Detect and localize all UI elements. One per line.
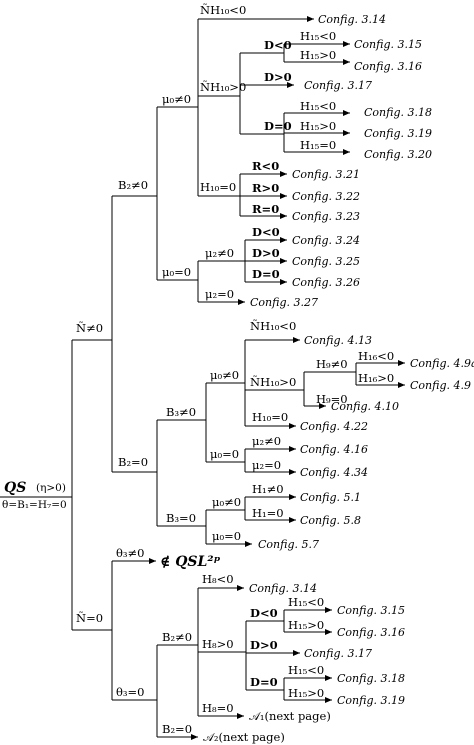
branch-b2-ne0-a: B₂≠0 <box>118 178 148 192</box>
config-label: Config. 3.20 <box>364 148 432 161</box>
branch-nh10-lt0-a: ÑH₁₀<0 <box>200 3 246 17</box>
branch-h15-gt0-a: H₁₅>0 <box>300 48 336 62</box>
branch-b2-eq0-a: B₂=0 <box>118 455 148 469</box>
config-label: Config. 4.16 <box>300 443 368 456</box>
branch-mu2-eq0-b: μ₂=0 <box>252 458 281 472</box>
config-label: Config. 3.26 <box>292 276 360 289</box>
config-label: Config. 3.24 <box>292 234 360 247</box>
branch-d-eq0-c: D=0 <box>250 675 278 689</box>
config-label: Config. 3.17 <box>304 647 372 660</box>
config-label: Config. 3.15 <box>354 38 422 51</box>
branch-h15-gt0-d: H₁₅>0 <box>288 686 324 700</box>
branch-n-eq0: Ñ=0 <box>76 611 103 625</box>
branch-h15-lt0-d: H₁₅<0 <box>288 663 324 677</box>
root-condition: (η>0) <box>36 482 66 494</box>
branch-nh10-lt0-b: ÑH₁₀<0 <box>250 319 296 333</box>
branch-h9-ne0: H₉≠0 <box>316 357 348 371</box>
branch-b3-ne0: B₃≠0 <box>166 405 196 419</box>
branch-d-gt0-a: D>0 <box>264 70 292 84</box>
branch-h15-eq0-b: H₁₅=0 <box>300 138 336 152</box>
config-label: Config. 3.18 <box>364 106 432 119</box>
branch-h15-gt0-b: H₁₅>0 <box>300 119 336 133</box>
config-label: Config. 3.15 <box>337 604 405 617</box>
branch-h1-eq0: H₁=0 <box>252 506 284 520</box>
config-label: Config. 3.23 <box>292 210 360 223</box>
not-in-qsl: ∉ QSL²ᵖ <box>160 554 221 570</box>
branch-d-lt0-c: D<0 <box>250 606 278 620</box>
branch-mu0-eq0-a: μ₀=0 <box>162 265 191 279</box>
branch-mu0-eq0-b: μ₀=0 <box>210 447 239 461</box>
root-label: QS <box>4 480 26 496</box>
branch-b2-eq0-b: B₂=0 <box>162 722 192 736</box>
branch-d-eq0-b: D=0 <box>252 267 280 281</box>
config-label: Config. 3.19 <box>364 127 432 140</box>
branch-nh10-gt0-b: ÑH₁₀>0 <box>250 375 296 389</box>
config-label: Config. 4.10 <box>331 400 399 413</box>
a2-next-page: 𝒜₂(next page) <box>203 730 285 744</box>
branch-mu0-eq0-c: μ₀=0 <box>212 529 241 543</box>
config-label: Config. 3.25 <box>292 255 360 268</box>
config-label: Config. 4.9 <box>410 379 471 392</box>
a1-next-page: 𝒜₁(next page) <box>249 709 331 723</box>
config-label: Config. 5.7 <box>258 538 319 551</box>
config-label: Config. 3.17 <box>304 79 372 92</box>
config-label: Config. 4.13 <box>304 334 372 347</box>
config-label: Config. 3.19 <box>337 694 405 707</box>
config-label: Config. 3.16 <box>354 60 422 73</box>
branch-mu2-ne0-a: μ₂≠0 <box>205 246 234 260</box>
config-label: Config. 5.8 <box>300 514 361 527</box>
branch-h10-eq0-a: H₁₀=0 <box>200 180 236 194</box>
branch-mu2-ne0-b: μ₂≠0 <box>252 434 281 448</box>
root-sublabel: θ=B₁=H₇=0 <box>2 499 67 511</box>
branch-h1-ne0: H₁≠0 <box>252 482 284 496</box>
branch-h16-lt0: H₁₆<0 <box>358 349 394 363</box>
branch-h9-eq0: H₉=0 <box>316 392 348 406</box>
branch-mu0-ne0-a: μ₀≠0 <box>162 92 191 106</box>
config-label: Config. 4.22 <box>300 420 368 433</box>
branch-d-lt0-a: D<0 <box>264 38 292 52</box>
branch-r-lt0: R<0 <box>252 159 279 173</box>
branch-d-eq0-a: D=0 <box>264 119 292 133</box>
config-label: Config. 3.22 <box>292 190 360 203</box>
config-label: Config. 4.9a <box>410 357 474 370</box>
branch-r-eq0: R=0 <box>252 202 279 216</box>
config-label: Config. 3.16 <box>337 626 405 639</box>
config-label: Config. 3.14 <box>318 13 386 26</box>
branch-h15-lt0-a: H₁₅<0 <box>300 29 336 43</box>
branch-mu2-eq0-a: μ₂=0 <box>205 287 234 301</box>
branch-b2-ne0-b: B₂≠0 <box>162 630 192 644</box>
branch-mu0-ne0-c: μ₀≠0 <box>212 495 241 509</box>
branch-h15-gt0-c: H₁₅>0 <box>288 618 324 632</box>
branch-d-gt0-c: D>0 <box>250 638 278 652</box>
branch-h15-lt0-b: H₁₅<0 <box>300 99 336 113</box>
branch-theta3-eq0: θ₃=0 <box>116 685 145 699</box>
branch-n-ne0: Ñ≠0 <box>76 321 103 335</box>
branch-d-gt0-b: D>0 <box>252 246 280 260</box>
branch-h8-eq0: H₈=0 <box>202 701 234 715</box>
branch-r-gt0: R>0 <box>252 181 279 195</box>
branch-h16-gt0: H₁₆>0 <box>358 371 394 385</box>
branch-h15-lt0-c: H₁₅<0 <box>288 595 324 609</box>
branch-b3-eq0: B₃=0 <box>166 511 196 525</box>
branch-h8-lt0: H₈<0 <box>202 572 234 586</box>
branch-h10-eq0-b: H₁₀=0 <box>252 410 288 424</box>
branch-mu0-ne0-b: μ₀≠0 <box>210 368 239 382</box>
config-label: Config. 3.18 <box>337 672 405 685</box>
config-label: Config. 3.14 <box>249 582 317 595</box>
branch-h8-gt0: H₈>0 <box>202 637 234 651</box>
branch-nh10-gt0-a: ÑH₁₀>0 <box>200 80 246 94</box>
config-label: Config. 3.21 <box>292 168 360 181</box>
config-label: Config. 4.34 <box>300 466 368 479</box>
branch-d-lt0-b: D<0 <box>252 225 280 239</box>
config-label: Config. 5.1 <box>300 491 361 504</box>
root-node: QS (η>0) θ=B₁=H₇=0 <box>0 480 72 511</box>
branch-theta3-ne0: θ₃≠0 <box>116 546 145 560</box>
config-label: Config. 3.27 <box>250 296 318 309</box>
